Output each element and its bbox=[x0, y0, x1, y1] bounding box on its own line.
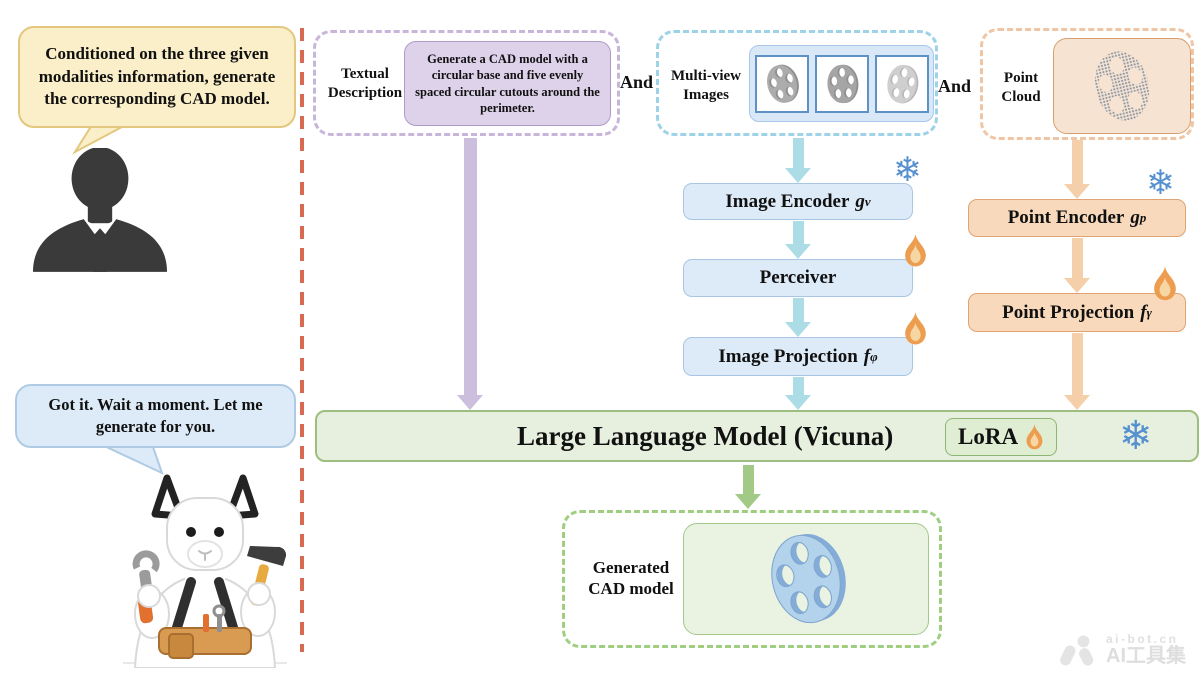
watermark-logo-icon bbox=[1060, 635, 1094, 666]
watermark: ai-bot.cn AI工具集 bbox=[1058, 633, 1186, 667]
generated-cad-model-label: Generated CAD model bbox=[588, 558, 674, 599]
panel-divider bbox=[300, 28, 304, 652]
point-cloud-label: Point Cloud bbox=[1001, 70, 1041, 105]
lora-box: LoRA bbox=[945, 418, 1058, 456]
point-cloud-image bbox=[1053, 38, 1191, 134]
snowflake-icon: ❄ bbox=[1146, 163, 1175, 203]
arrow-text-to-llm bbox=[457, 138, 483, 410]
flame-icon bbox=[1154, 266, 1176, 301]
point-projection-label: Point Projection bbox=[1002, 301, 1135, 323]
multiview-images-group: Multi-view Images bbox=[656, 30, 938, 136]
point-encoder-label: Point Encoder bbox=[1007, 207, 1125, 228]
multiview-strip bbox=[749, 45, 934, 122]
lora-label: LoRA bbox=[958, 424, 1019, 449]
snowflake-icon: ❄ bbox=[893, 150, 922, 190]
image-encoder-label: Image Encoder bbox=[725, 190, 850, 212]
textual-description-label: Textual Description bbox=[327, 66, 403, 101]
watermark-site: ai-bot.cn bbox=[1106, 632, 1179, 647]
multiview-images-label: Multi-view Images bbox=[671, 68, 741, 103]
flame-icon bbox=[1026, 424, 1043, 450]
user-speech-bubble: Conditioned on the three given modalitie… bbox=[18, 26, 296, 128]
watermark-name: AI工具集 bbox=[1106, 645, 1186, 667]
multiview-image-3 bbox=[874, 54, 929, 113]
llm-box: Large Language Model (Vicuna) LoRA ❄ bbox=[315, 410, 1199, 462]
arrow-point-encoder-to-point-projection bbox=[1064, 238, 1090, 293]
textual-description-group: Textual Description Generate a CAD model… bbox=[313, 30, 620, 136]
assistant-speech-bubble: Got it. Wait a moment. Let me generate f… bbox=[15, 384, 296, 448]
flame-icon bbox=[905, 234, 926, 267]
flame-icon bbox=[905, 312, 926, 345]
snowflake-icon: ❄ bbox=[1119, 413, 1153, 459]
multiview-image-1 bbox=[754, 54, 809, 113]
arrow-point-projection-to-llm bbox=[1064, 333, 1090, 410]
arrow-image-projection-to-llm bbox=[785, 377, 811, 410]
arrow-pointcloud-to-point-encoder bbox=[1064, 140, 1090, 199]
llm-label: Large Language Model (Vicuna) bbox=[517, 420, 894, 451]
arrow-perceiver-to-image-projection bbox=[785, 298, 811, 337]
multiview-image-2 bbox=[814, 54, 869, 113]
perceiver-label: Perceiver bbox=[759, 267, 837, 288]
text-prompt-box: Generate a CAD model with a circular bas… bbox=[404, 41, 611, 126]
arrow-multiview-to-image-encoder bbox=[785, 138, 811, 183]
speech-bubble-tails bbox=[72, 119, 164, 475]
perceiver-box: Perceiver bbox=[683, 259, 913, 297]
assistant-speech-text: Got it. Wait a moment. Let me generate f… bbox=[48, 395, 263, 436]
person-silhouette-icon bbox=[33, 148, 167, 272]
generated-cad-model-group: Generated CAD model bbox=[562, 510, 942, 648]
and-connector-2: And bbox=[938, 76, 972, 96]
arrow-llm-to-output bbox=[735, 465, 761, 509]
generated-cad-model-image bbox=[683, 523, 929, 635]
image-projection-label: Image Projection bbox=[718, 345, 858, 367]
llama-assistant-icon bbox=[123, 474, 287, 668]
text-prompt: Generate a CAD model with a circular bas… bbox=[415, 52, 600, 115]
and-connector-1: And bbox=[620, 72, 654, 92]
user-speech-text: Conditioned on the three given modalitie… bbox=[38, 44, 276, 109]
point-cloud-group: Point Cloud bbox=[980, 28, 1194, 140]
arrow-image-encoder-to-perceiver bbox=[785, 221, 811, 259]
